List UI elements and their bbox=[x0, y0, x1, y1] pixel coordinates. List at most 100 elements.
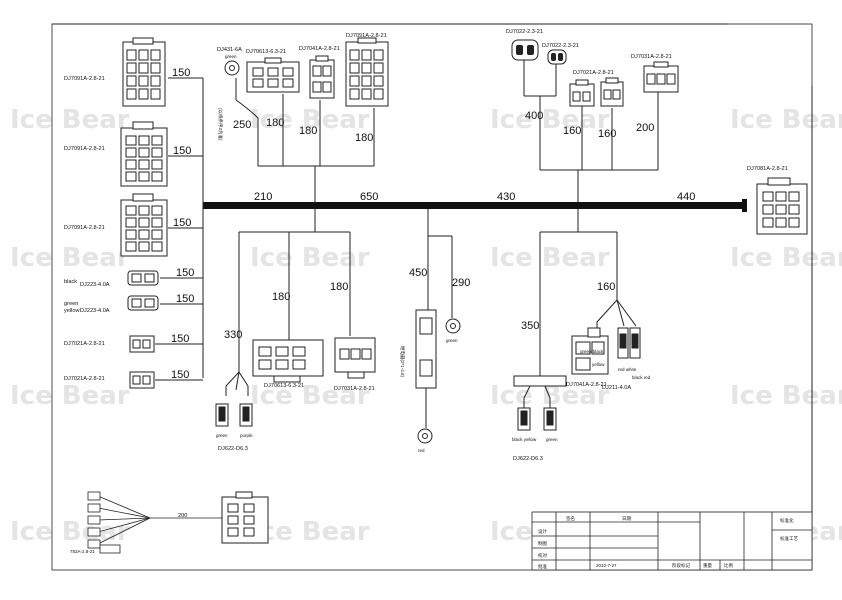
length-150-4: 150 bbox=[176, 267, 194, 279]
title-stage-mark: 阶段标记 bbox=[672, 562, 690, 569]
length-160-a: 160 bbox=[563, 125, 581, 137]
connector-dj622-a bbox=[215, 403, 253, 427]
connector-dj70613-top bbox=[246, 57, 300, 93]
connector-dj431 bbox=[224, 60, 240, 76]
length-200-small: 200 bbox=[178, 513, 187, 519]
label-wire-green: green bbox=[216, 433, 228, 438]
label-dj7021-b: DJ7021A-2.8-21 bbox=[64, 376, 105, 382]
label-dj211: DJ211-4.0A bbox=[602, 385, 631, 391]
label-red-white: red white bbox=[618, 367, 637, 372]
length-650: 650 bbox=[360, 191, 378, 203]
label-dj223-b: DJ223-4.0A bbox=[80, 308, 110, 314]
label-c1: DJ7091A-2.8-21 bbox=[64, 76, 105, 82]
label-black: black bbox=[64, 279, 77, 285]
connector-dj7021-top-2 bbox=[600, 77, 624, 107]
label-green: green bbox=[64, 301, 78, 307]
connector-dj223-a bbox=[127, 270, 159, 286]
label-dj7021-top: DJ7021A-2.8-21 bbox=[573, 70, 614, 76]
watermark-text: Ice Bear bbox=[10, 105, 130, 135]
label-black-red: black red bbox=[632, 375, 651, 380]
title-process-std: 标准工艺 bbox=[780, 535, 798, 542]
title-row-check: 校对 bbox=[538, 552, 547, 559]
connector-dj7091-3 bbox=[120, 193, 168, 257]
watermark-text: Ice Bear bbox=[10, 243, 130, 273]
vertical-note: (以线条序3为准) bbox=[217, 108, 224, 141]
connector-dj7041-bottom bbox=[571, 327, 609, 375]
label-dj7041-top: DJ7041A-2.8-21 bbox=[299, 46, 340, 52]
connector-dj7021-b bbox=[129, 371, 155, 389]
connector-dj7021-top bbox=[569, 79, 595, 107]
title-row-design: 设计 bbox=[538, 528, 547, 535]
label-green-2: green bbox=[546, 437, 558, 442]
watermark-text: Ice Bear bbox=[490, 243, 610, 273]
label-box-yellow: yellow bbox=[592, 362, 605, 367]
watermark-text: Ice Bear bbox=[250, 105, 370, 135]
label-relay-green: green bbox=[446, 338, 458, 343]
watermark-text: Ice Bear bbox=[250, 243, 370, 273]
connector-dj7041-top bbox=[309, 55, 335, 99]
connector-dj7091-2 bbox=[120, 121, 168, 187]
connector-dj7022-b bbox=[547, 49, 567, 65]
relay bbox=[415, 309, 437, 389]
ring-terminal-red bbox=[417, 428, 433, 444]
title-standard-check: 标准化 bbox=[780, 517, 794, 524]
label-dj7041-bottom: DJ7041A-2.8-21 bbox=[566, 382, 607, 388]
label-c3: DJ7091A-2.8-21 bbox=[64, 225, 105, 231]
length-250: 250 bbox=[233, 119, 251, 131]
length-210: 210 bbox=[254, 191, 272, 203]
label-dj431: DJ431-6A bbox=[217, 47, 242, 53]
watermark-text: Ice Bear bbox=[10, 517, 130, 547]
label-relay-red: red bbox=[418, 448, 425, 453]
label-dj70613-bottom: DJ70613-6.3-21 bbox=[264, 383, 304, 389]
length-160-c: 160 bbox=[597, 281, 615, 293]
length-440: 440 bbox=[677, 191, 695, 203]
label-black-yellow: black yellow bbox=[512, 437, 537, 442]
length-350: 350 bbox=[521, 320, 539, 332]
connector-dj70613-bottom bbox=[252, 339, 324, 383]
label-box-green: green/black bbox=[580, 349, 604, 354]
length-150-7: 150 bbox=[171, 369, 189, 381]
length-330: 330 bbox=[224, 329, 242, 341]
label-wire-purple: purple bbox=[240, 433, 253, 438]
fuse-box bbox=[221, 491, 269, 544]
watermark-text: Ice Bear bbox=[730, 381, 842, 411]
label-dj622-b: DJ622-D6.3 bbox=[513, 456, 543, 462]
length-160-b: 160 bbox=[598, 128, 616, 140]
length-200: 200 bbox=[636, 122, 654, 134]
title-date: 2010-7-27 bbox=[596, 563, 617, 568]
watermark-text: Ice Bear bbox=[250, 381, 370, 411]
watermark-text: Ice Bear bbox=[10, 381, 130, 411]
length-150-1: 150 bbox=[172, 67, 190, 79]
length-180-e: 180 bbox=[330, 281, 348, 293]
connector-dj7022-a bbox=[511, 39, 539, 61]
title-col-name: 签名 bbox=[566, 515, 575, 522]
watermark-text: Ice Bear bbox=[730, 105, 842, 135]
title-row-draw: 制图 bbox=[538, 540, 547, 547]
label-dj431-color: green bbox=[225, 54, 237, 59]
drawing-frame bbox=[51, 23, 813, 571]
label-yellow: yellow bbox=[64, 308, 81, 314]
label-relay-spec: 继电器(2*1-4.8) bbox=[399, 346, 406, 378]
connector-dj223-b bbox=[127, 295, 159, 311]
length-150-2: 150 bbox=[173, 145, 191, 157]
connector-dj622-b bbox=[517, 407, 557, 431]
connector-dj622-plate bbox=[513, 375, 567, 387]
label-dj7031-top: DJ7031A-2.8-21 bbox=[631, 54, 672, 60]
length-450: 450 bbox=[409, 267, 427, 279]
label-dj7022-b: DJ7022-2.3-21 bbox=[542, 43, 579, 49]
label-dj70613-top: DJ70613-6.3-21 bbox=[246, 49, 286, 55]
title-block bbox=[531, 511, 813, 571]
title-col-date: 日期 bbox=[622, 516, 631, 522]
length-180-b: 180 bbox=[299, 125, 317, 137]
label-dj622-a: DJ622-D6.3 bbox=[218, 446, 248, 452]
length-180-d: 180 bbox=[272, 291, 290, 303]
label-dj7022-a: DJ7022-2.3-21 bbox=[506, 29, 543, 35]
length-400: 400 bbox=[525, 110, 543, 122]
connector-dj211 bbox=[617, 327, 641, 359]
watermark-text: Ice Bear bbox=[250, 517, 370, 547]
length-290: 290 bbox=[452, 277, 470, 289]
connector-dj7091-1 bbox=[122, 37, 166, 107]
watermark-text: Ice Bear bbox=[490, 105, 610, 135]
